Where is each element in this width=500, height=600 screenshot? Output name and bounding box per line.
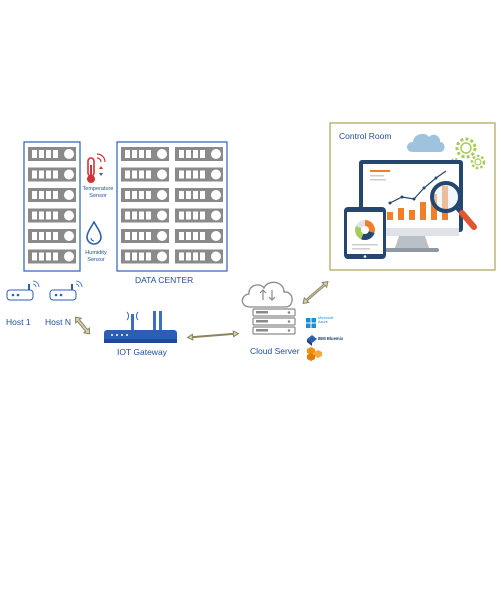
temperature-sensor-label: Temperature Sensor	[80, 186, 116, 200]
server-unit	[175, 147, 223, 161]
azure-label-line1: Microsoft	[318, 316, 334, 320]
water-drop-icon	[86, 220, 102, 245]
magnifier-icon	[430, 181, 477, 230]
server-unit	[121, 229, 169, 243]
server-unit	[175, 188, 223, 202]
server-unit	[175, 249, 223, 264]
double-arrow-gateway-cloud	[186, 330, 240, 341]
server-unit	[121, 208, 169, 223]
host-1-device	[6, 280, 40, 301]
server-unit	[175, 229, 223, 243]
bluemix-logo	[307, 335, 317, 346]
humidity-sensor-label-line1: Humidity	[85, 250, 107, 256]
aws-logo	[307, 347, 322, 361]
azure-logo	[306, 318, 316, 328]
tablet-icon	[344, 207, 386, 259]
monitor-bar	[409, 210, 415, 220]
double-arrow-cloud-control	[302, 280, 329, 305]
iot-gateway-label: IOT Gateway	[117, 347, 167, 357]
temperature-sensor-label-line2: Sensor	[89, 193, 107, 199]
server-unit	[28, 147, 76, 161]
data-center-label: DATA CENTER	[135, 275, 194, 285]
host-n-label: Host N	[45, 317, 71, 327]
server-unit	[121, 188, 169, 202]
control-room-label: Control Room	[339, 131, 392, 141]
monitor-bar	[420, 202, 426, 220]
server-unit	[28, 167, 76, 182]
azure-label: Microsoft Azure	[318, 316, 333, 325]
azure-label-line2: Azure	[318, 320, 328, 325]
thermometer-icon	[87, 153, 106, 183]
server-unit	[121, 167, 169, 182]
server-unit	[28, 229, 76, 243]
server-unit	[121, 249, 169, 264]
cloud-icon	[407, 133, 445, 152]
router-icon	[104, 311, 177, 343]
server-unit	[175, 208, 223, 223]
server-unit	[28, 249, 76, 264]
humidity-sensor-label-line2: Sensor	[87, 257, 105, 263]
humidity-sensor-label: Humidity Sensor	[78, 250, 114, 264]
monitor-bar	[387, 212, 393, 220]
server-unit	[28, 188, 76, 202]
monitor-bar	[398, 208, 404, 220]
cloud-server-icon	[241, 281, 296, 335]
host-n-device	[49, 280, 83, 301]
server-rack-right	[116, 141, 228, 272]
server-units-left	[28, 147, 76, 264]
server-unit	[121, 147, 169, 161]
cloud-server-label: Cloud Server	[250, 346, 300, 356]
bluemix-label: IBM Bluemix	[318, 335, 344, 341]
server-unit	[175, 167, 223, 182]
host-1-label: Host 1	[6, 317, 31, 327]
server-units-right	[121, 147, 223, 264]
server-unit	[28, 208, 76, 223]
temperature-sensor-label-line1: Temperature	[82, 186, 114, 192]
double-arrow-host-gateway	[74, 316, 91, 335]
server-rack-left	[23, 141, 81, 272]
